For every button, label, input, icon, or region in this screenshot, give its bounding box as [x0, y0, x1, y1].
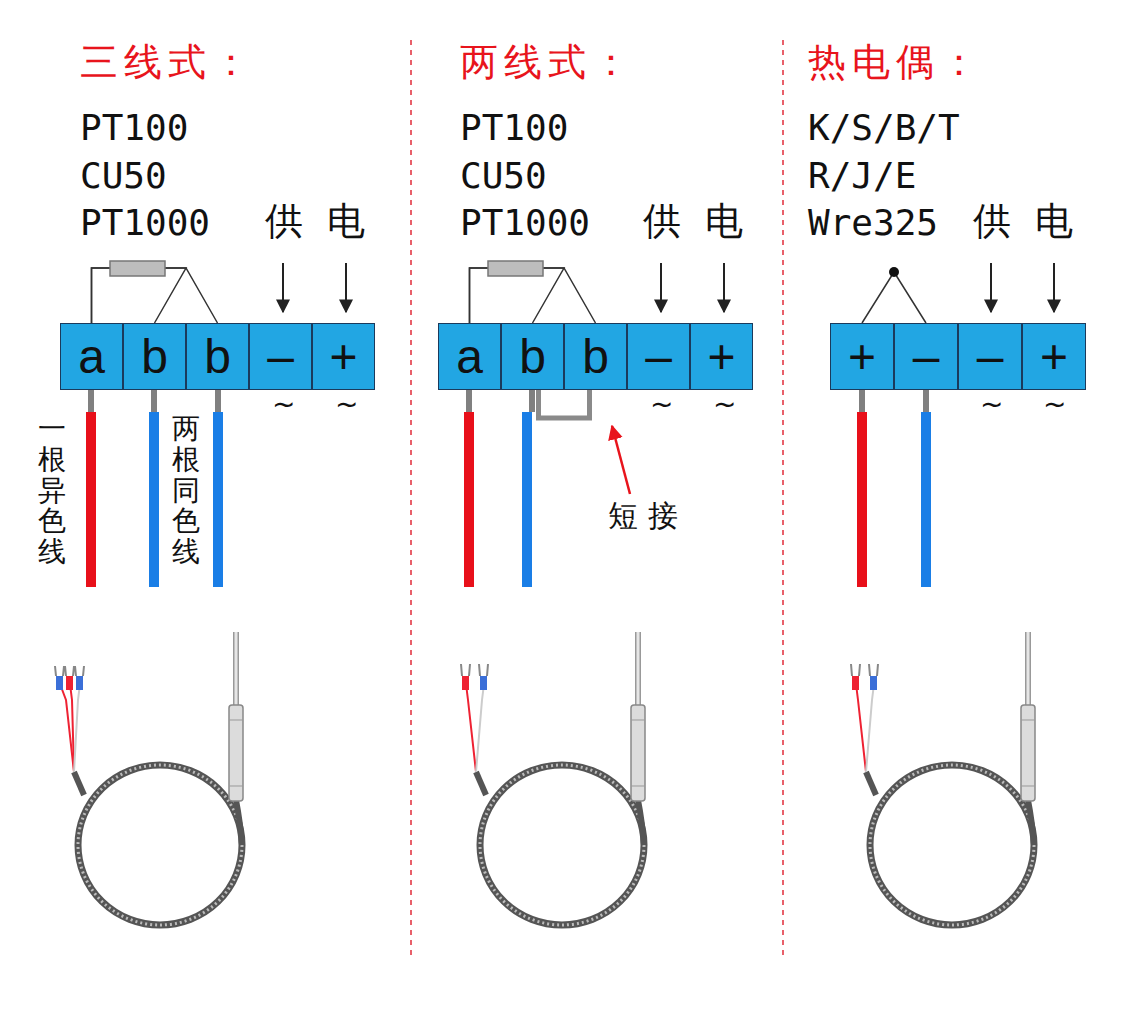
section-title: 热电偶： [808, 40, 984, 86]
section-title: 两线式： [460, 40, 636, 86]
sensor-type: PT100 [80, 106, 188, 149]
sensor-type: PT100 [460, 106, 568, 149]
sensor-type: K/S/B/T [808, 106, 960, 149]
power-label: 供电 [265, 199, 389, 245]
terminal-label: a [456, 333, 483, 381]
junction-dot [889, 267, 899, 277]
ac-symbol: ~ [713, 388, 736, 422]
power-label: 供电 [973, 199, 1097, 245]
terminal-cell: + [830, 323, 894, 390]
ac-symbol: ~ [335, 388, 358, 422]
lead-wires [86, 390, 931, 587]
sensor-type: PT1000 [460, 201, 590, 244]
terminal-label: b [582, 333, 609, 381]
terminal-label: b [519, 333, 546, 381]
terminal-label: + [848, 333, 876, 381]
sensor-type: CU50 [460, 154, 547, 197]
terminal-label: b [141, 333, 168, 381]
column-divider [782, 40, 784, 955]
sensor-type: Wre325 [808, 201, 938, 244]
terminal-cell: – [627, 323, 690, 390]
terminal-cell: b [186, 323, 249, 390]
ac-symbol: ~ [650, 388, 673, 422]
terminal-cell: b [564, 323, 627, 390]
terminal-cell: + [312, 323, 375, 390]
terminal-cell: – [958, 323, 1022, 390]
sensor-type: PT1000 [80, 201, 210, 244]
jumper-link [539, 390, 590, 418]
terminal-cell: a [60, 323, 123, 390]
ac-symbol: ~ [1043, 388, 1066, 422]
terminal-cell: + [690, 323, 753, 390]
wire-link [862, 272, 926, 323]
probe-leads [55, 664, 878, 772]
terminal-label: a [78, 333, 105, 381]
terminal-label: – [977, 333, 1004, 381]
resistor-symbol [110, 261, 165, 276]
terminal-label: – [913, 333, 940, 381]
ac-symbol: ~ [980, 388, 1003, 422]
section-title: 三线式： [80, 40, 256, 86]
column-divider [410, 40, 412, 955]
callout-label: 短接 [608, 498, 688, 534]
terminal-label: b [204, 333, 231, 381]
terminal-cell: a [438, 323, 501, 390]
terminal-cell: b [501, 323, 564, 390]
ac-symbol: ~ [272, 388, 295, 422]
terminal-label: + [329, 333, 357, 381]
terminal-cell: – [894, 323, 958, 390]
resistor-symbol [488, 261, 543, 276]
callout-arrow [612, 426, 630, 494]
sensor-type: CU50 [80, 154, 167, 197]
terminal-label: – [645, 333, 672, 381]
terminal-cell: b [123, 323, 186, 390]
sensor-type: R/J/E [808, 154, 916, 197]
terminal-label: + [707, 333, 735, 381]
terminal-label: – [267, 333, 294, 381]
terminal-label: + [1040, 333, 1068, 381]
terminal-cell: – [249, 323, 312, 390]
power-arrows [283, 263, 1054, 312]
wire-note: 一根异色线 [38, 414, 66, 568]
power-label: 供电 [643, 199, 767, 245]
wire-note: 两根同色线 [172, 414, 200, 568]
terminal-cell: + [1022, 323, 1086, 390]
